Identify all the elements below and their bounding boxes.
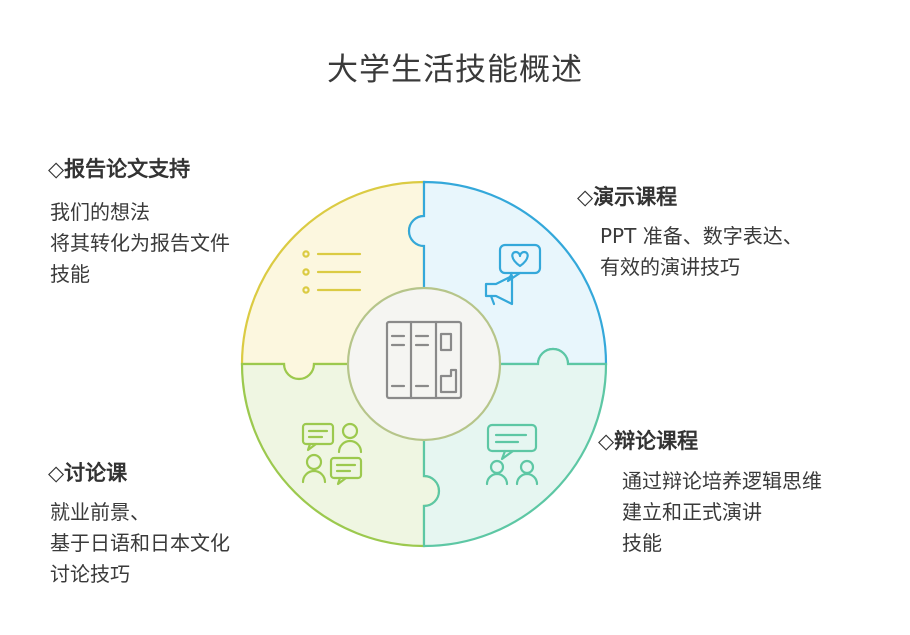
description-line: 我们的想法 <box>50 200 150 224</box>
megaphone-heart-icon <box>484 243 542 306</box>
description-debate: 通过辩论培养逻辑思维 建立和正式演讲 技能 <box>622 466 822 559</box>
description-line: 技能 <box>50 262 90 286</box>
heading-discussion: ◇讨论课 <box>48 461 128 485</box>
description-line: 基于日语和日本文化 <box>50 531 230 555</box>
description-line: 讨论技巧 <box>50 562 130 586</box>
heading-debate: ◇辩论课程 <box>598 429 699 453</box>
heading-presentation: ◇演示课程 <box>577 185 678 209</box>
center-hub <box>346 286 502 442</box>
description-line: 建立和正式演讲 <box>622 500 762 524</box>
description-presentation: PPT 准备、数字表达、 有效的演讲技巧 <box>600 221 803 283</box>
description-line: 有效的演讲技巧 <box>600 255 740 279</box>
description-line: PPT 准备、数字表达、 <box>600 224 803 248</box>
list-icon <box>302 250 362 294</box>
description-line: 通过辩论培养逻辑思维 <box>622 469 822 493</box>
heading-report: ◇报告论文支持 <box>48 157 191 181</box>
debate-icon <box>485 423 539 486</box>
page-title: 大学生活技能概述 <box>327 52 583 88</box>
description-line: 技能 <box>622 531 662 555</box>
description-discussion: 就业前景、 基于日语和日本文化 讨论技巧 <box>50 497 230 590</box>
file-cabinet-icon <box>385 320 463 400</box>
description-line: 将其转化为报告文件 <box>50 231 230 255</box>
description-line: 就业前景、 <box>50 500 150 524</box>
description-report: 我们的想法 将其转化为报告文件 技能 <box>50 197 230 290</box>
group-discussion-icon <box>301 422 363 486</box>
